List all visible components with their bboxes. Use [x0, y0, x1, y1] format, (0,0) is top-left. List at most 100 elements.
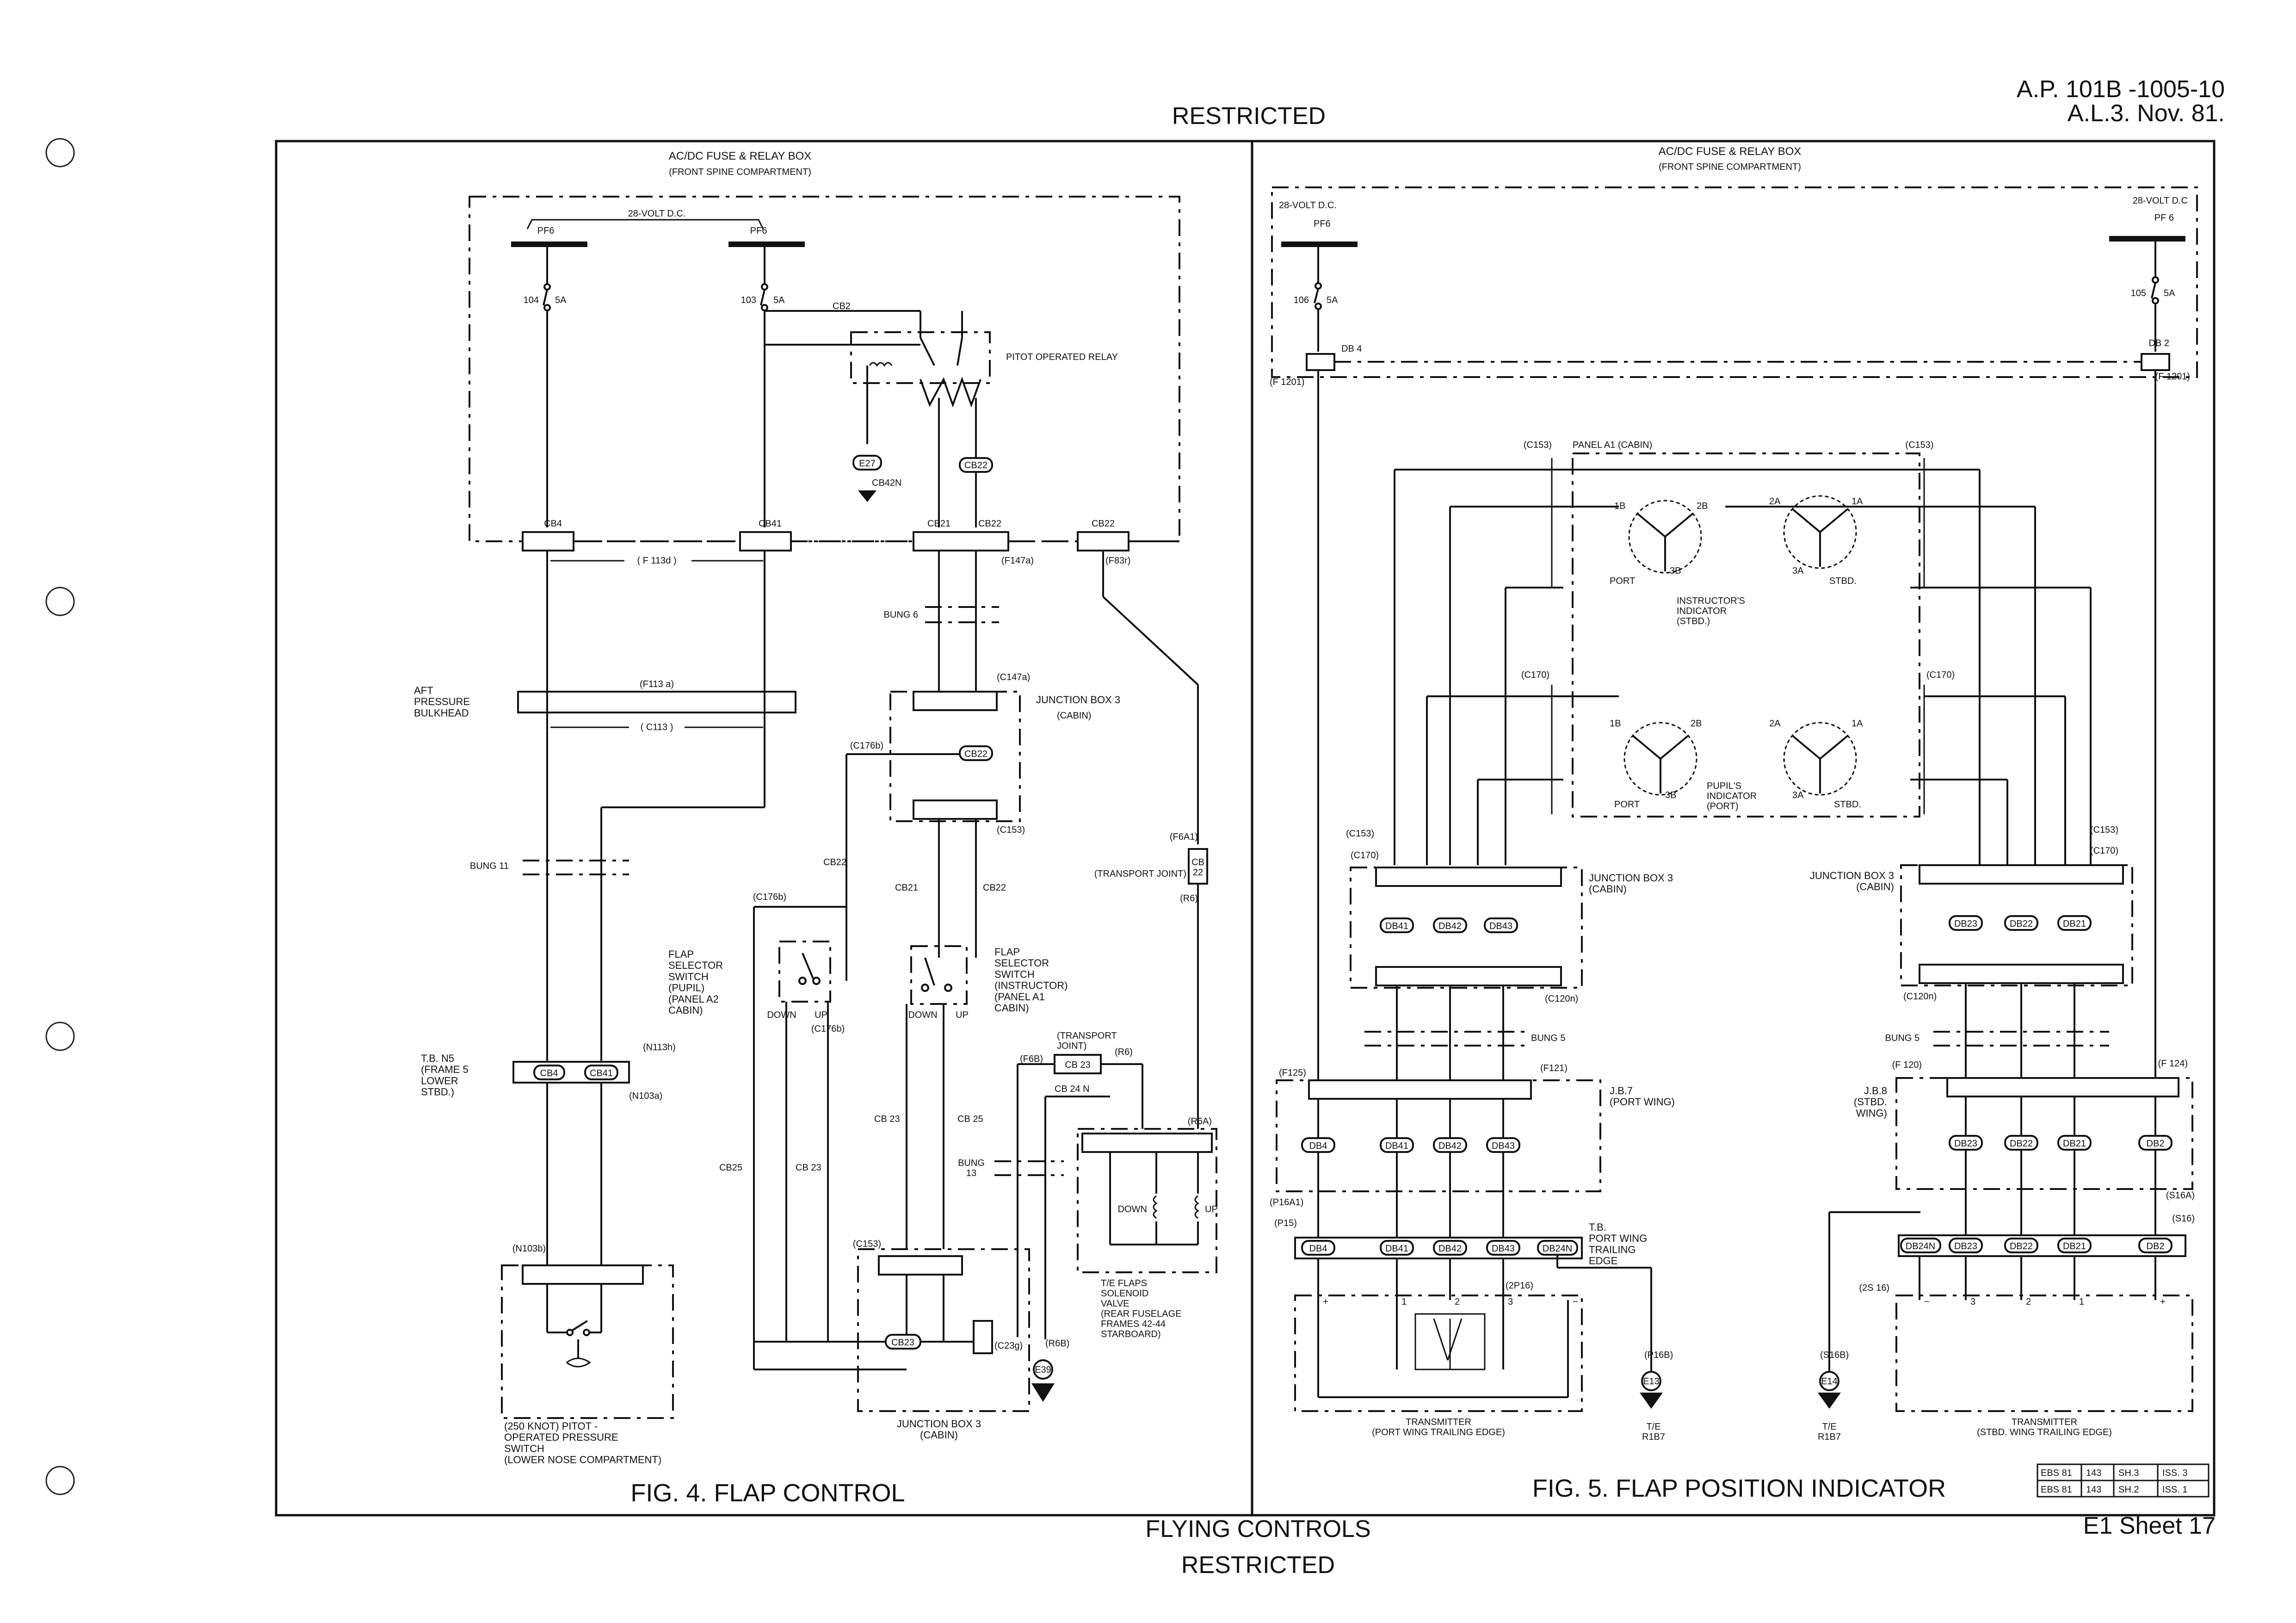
- fig5-supply-l: 28-VOLT D.C.: [1279, 200, 1337, 211]
- fig4-flap-control: AC/DC FUSE & RELAY BOX (FRONT SPINE COMP…: [414, 150, 1218, 1507]
- cb21-label: CB21: [927, 519, 950, 529]
- f113a-label: (F113 a): [640, 679, 674, 689]
- cb23-jb-label: CB23: [891, 1338, 914, 1348]
- e27-terminal: [852, 455, 882, 471]
- instr-stbd-label: STBD.: [1829, 576, 1857, 586]
- svg-text:DB41: DB41: [1385, 921, 1408, 931]
- fig5-frame: [1251, 140, 2216, 1517]
- transmitter-port-label: TRANSMITTER(PORT WING TRAILING EDGE): [1372, 1417, 1505, 1437]
- svg-text:2: 2: [1455, 1297, 1460, 1307]
- c113-label: ( C113 ): [641, 722, 673, 732]
- fig4-pf6-a: PF6: [537, 226, 555, 236]
- tb-cb4-c: [522, 531, 574, 551]
- cb4-tb-terminal: [533, 1065, 565, 1080]
- f121-label: (F121): [1540, 1063, 1568, 1073]
- pupil-up-label: UP: [815, 1010, 827, 1020]
- cb22-jb-terminal: [959, 745, 993, 761]
- fig5-flap-position-indicator: AC/DC FUSE & RELAY BOX (FRONT SPINE COMP…: [1270, 145, 2210, 1502]
- fuse-106-amp: 5A: [1327, 295, 1338, 305]
- cb23-vert-label: CB 23: [874, 1114, 900, 1124]
- cb42n-label: CB42N: [872, 478, 901, 488]
- svg-text:1A: 1A: [1852, 496, 1863, 507]
- svg-text:+: +: [2160, 1297, 2166, 1307]
- fig4-box-sub: (FRONT SPINE COMPARTMENT): [669, 167, 811, 177]
- jb8-label: J.B.8(STBD.WING): [1854, 1085, 1887, 1119]
- p2p16-label: (2P16): [1506, 1281, 1533, 1291]
- svg-text:2A: 2A: [1769, 719, 1781, 729]
- f113d-label: ( F 113d ): [637, 556, 676, 566]
- svg-text:−: −: [1573, 1297, 1578, 1307]
- svg-text:DB21: DB21: [2063, 1241, 2086, 1251]
- fuse-103-amp: 5A: [773, 295, 785, 305]
- e39-label: E39: [1035, 1365, 1051, 1375]
- p15-label: (P15): [1274, 1218, 1297, 1228]
- f147a-label: (F147a): [1001, 556, 1034, 566]
- rev-r2c4: ISS. 1: [2162, 1485, 2187, 1495]
- tb-stbd-wing: [1898, 1234, 2186, 1257]
- fuse-105-amp: 5A: [2164, 288, 2175, 298]
- svg-text:1: 1: [2079, 1297, 2084, 1307]
- cb22-vert-label: CB22: [823, 857, 846, 867]
- c120n-r-label: (C120n): [1903, 991, 1937, 1002]
- cb41-tb-label: CB41: [590, 1068, 613, 1078]
- svg-text:DB43: DB43: [1489, 921, 1512, 931]
- f1201-r-label: (F 1201): [2155, 372, 2190, 382]
- r6-b-label: (R6): [1115, 1047, 1133, 1057]
- svg-text:DB4: DB4: [1309, 1141, 1327, 1151]
- fig4-cb2: CB2: [833, 301, 851, 311]
- f120-label: (F 120): [1892, 1060, 1922, 1070]
- cb21-vert-label: CB21: [895, 883, 918, 893]
- instr-down-label: DOWN: [908, 1010, 937, 1020]
- tb-cb21-cb22: [913, 531, 1009, 551]
- svg-text:1: 1: [1401, 1297, 1407, 1307]
- svg-text:DB22: DB22: [2010, 1241, 2033, 1251]
- fuse-104-num: 104: [524, 295, 539, 305]
- binder-hole-4: [45, 1466, 75, 1495]
- svg-text:1A: 1A: [1852, 719, 1863, 729]
- fuse-103-num: 103: [741, 295, 756, 305]
- jb3-bottom-label: JUNCTION BOX 3(CABIN): [897, 1418, 981, 1441]
- tb-cb41-d: [739, 531, 792, 551]
- c153-label: (C153): [997, 825, 1025, 835]
- pupil-down-label: DOWN: [767, 1010, 796, 1020]
- c153-b-label: (C153): [853, 1239, 881, 1249]
- svg-text:2A: 2A: [1769, 496, 1781, 507]
- e14-terminal: [1819, 1371, 1839, 1391]
- flap-selector-switch-instructor: [910, 945, 968, 1005]
- svg-text:DB23: DB23: [1954, 919, 1977, 929]
- transmitter-stbd-label: TRANSMITTER(STBD. WING TRAILING EDGE): [1977, 1417, 2112, 1437]
- c153-jr-label: (C153): [2090, 825, 2118, 835]
- f124-label: (F 124): [2158, 1059, 2188, 1069]
- svg-text:DB23: DB23: [1954, 1241, 1977, 1251]
- r6-label: (R6): [1180, 893, 1198, 904]
- svg-text:2: 2: [2026, 1297, 2031, 1307]
- svg-text:1B: 1B: [1610, 719, 1621, 729]
- r6a-label: (R6A): [1188, 1116, 1212, 1127]
- pitot-operated-relay: [850, 331, 991, 384]
- c170-l-label: (C170): [1521, 670, 1549, 680]
- cb25-side-label: CB25: [719, 1163, 742, 1173]
- n103a-label: (N103a): [629, 1091, 662, 1101]
- fuse-106-num: 106: [1294, 295, 1309, 305]
- jb3-port-db-terminals: DB41 DB42 DB43: [1380, 917, 1518, 933]
- instructor-indicator-port: 1B 2B 3B PORT: [1610, 500, 1708, 586]
- transmitter-port: [1294, 1295, 1583, 1412]
- c153-l-top: (C153): [1524, 440, 1552, 450]
- cb41-label: CB41: [759, 519, 782, 529]
- bung6-label: BUNG 6: [884, 610, 918, 620]
- fig5-box-sub: (FRONT SPINE COMPARTMENT): [1659, 162, 1801, 172]
- restricted-top: RESTRICTED: [1172, 103, 1326, 130]
- footer-section: FLYING CONTROLS: [1145, 1516, 1370, 1542]
- svg-text:DB22: DB22: [2010, 1139, 2033, 1149]
- svg-text:3: 3: [1970, 1297, 1975, 1307]
- n103b-label: (N103b): [512, 1244, 546, 1254]
- tb-stbd-db-terminals: DB24N DB23 DB22 DB21 DB2: [1900, 1238, 2173, 1253]
- bung11-label: BUNG 11: [470, 861, 509, 871]
- s2s16-label: (2S 16): [1859, 1283, 1889, 1293]
- restricted-bottom: RESTRICTED: [1181, 1552, 1335, 1579]
- f83r-label: (F83r): [1105, 556, 1130, 566]
